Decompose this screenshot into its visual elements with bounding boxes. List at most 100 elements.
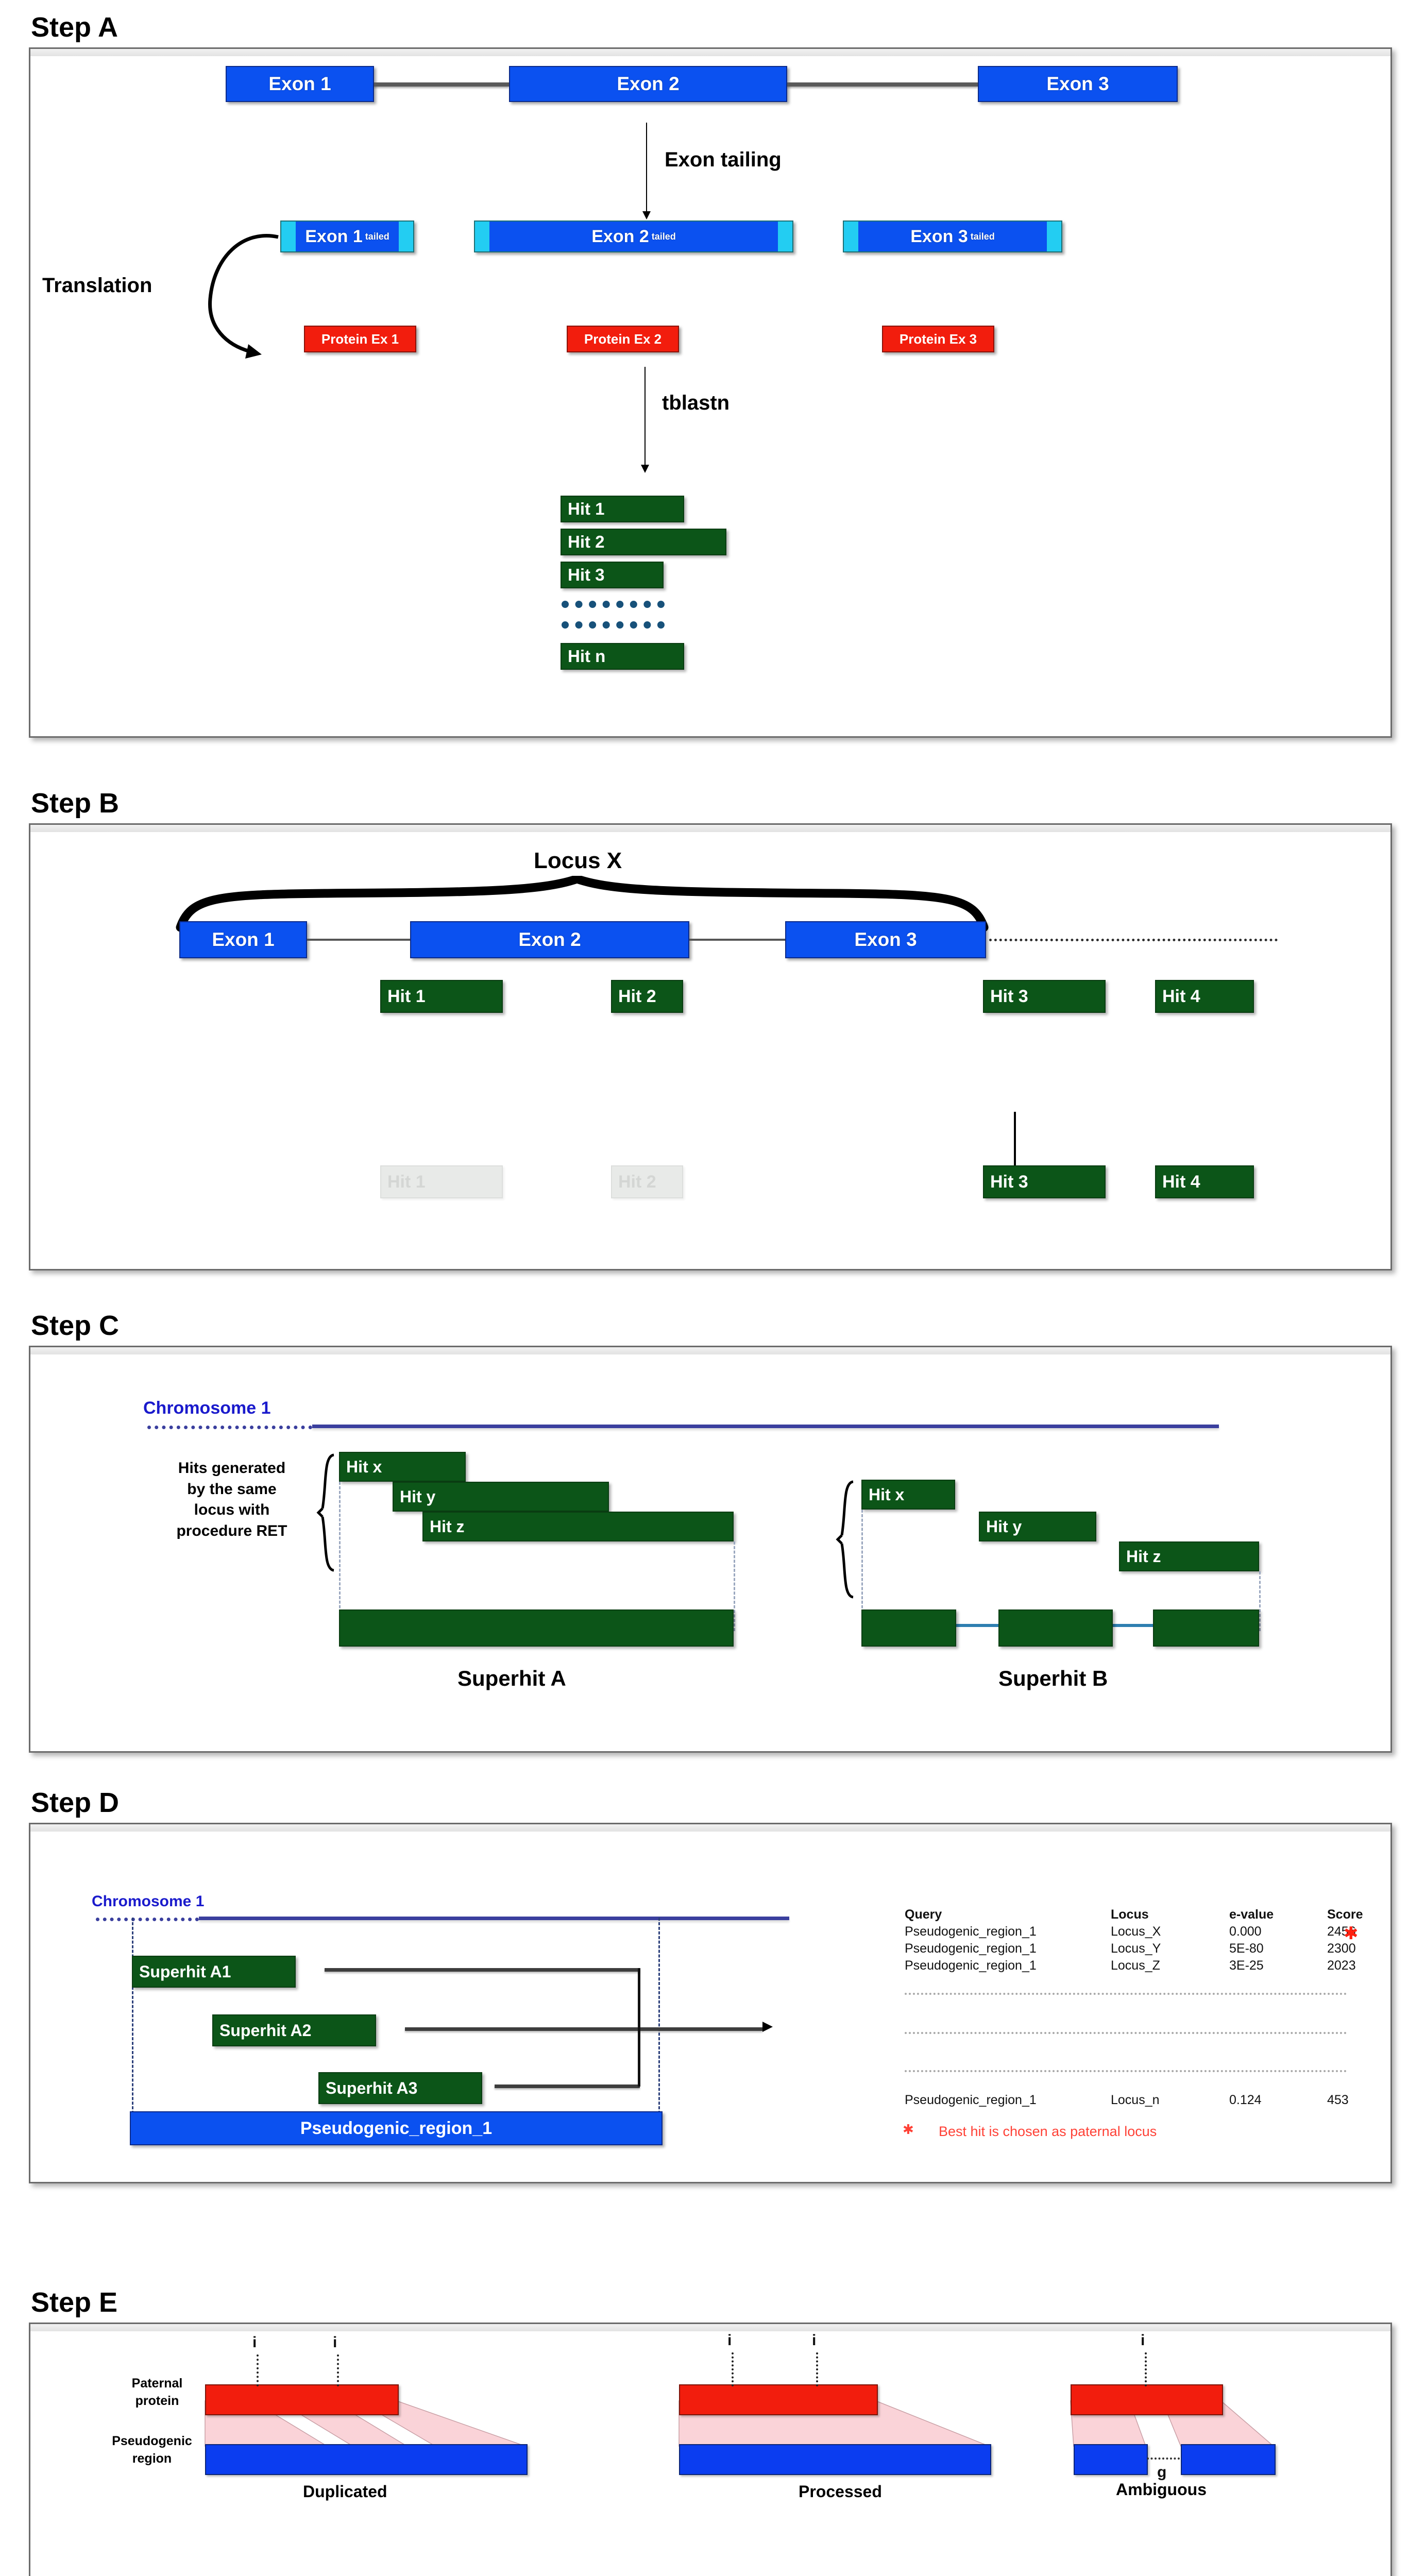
tail-cap-left-icon [475, 222, 489, 251]
table-row: Pseudogenic_region_1 Locus_n 0.124 453 [905, 2092, 1389, 2109]
step-d-hits-table: Query Locus e-value Score Pseudogenic_re… [905, 1906, 1389, 1974]
hit-label: Hit n [568, 647, 606, 666]
step-e-processed-intron-marker-1 [732, 2352, 734, 2386]
protein-box-1: Protein Ex 1 [304, 326, 416, 352]
step-e-ambiguous-paternal-protein-bar [1071, 2384, 1223, 2415]
step-c-right-brace-icon [836, 1480, 854, 1599]
step-c-right-hit-z: Hit z [1119, 1541, 1259, 1571]
exon-label: Exon 3 [1046, 73, 1109, 94]
step-e-ambiguous-pseudogenic-bar-left [1074, 2444, 1148, 2475]
step-d-pseudogenic-region-bar: Pseudogenic_region_1 [130, 2111, 663, 2145]
step-e-duplicated-intron-label-1: i [252, 2334, 257, 2351]
tailed-exon-superscript: tailed [651, 231, 676, 242]
tail-cap-right-icon [778, 222, 792, 251]
hit-label: Hit x [869, 1485, 905, 1504]
step-a-panel [29, 47, 1392, 738]
hit-label: Superhit A3 [326, 2078, 418, 2097]
step-e-processed-pseudogenic-bar [679, 2444, 991, 2475]
step-e-processed-intron-label-1: i [727, 2332, 732, 2349]
tailed-exon-superscript: tailed [365, 231, 389, 242]
exon-label: Exon 2 [518, 929, 581, 950]
step-e-duplicated-caption: Duplicated [303, 2482, 387, 2501]
exon-label: Exon 1 [268, 73, 331, 94]
step-e-ambiguous-gap-line [1147, 2458, 1180, 2460]
hit-label: Superhit A2 [219, 2021, 312, 2040]
translation-arrow-icon [208, 234, 279, 359]
step-b-exon-box-1: Exon 1 [179, 921, 307, 958]
step-b-exon-box-2: Exon 2 [410, 921, 689, 958]
step-c-left-hit-z: Hit z [422, 1512, 734, 1541]
hit-label: Hit 1 [387, 1172, 426, 1192]
table-separator-1 [905, 1993, 1347, 1995]
step-c-right-guide-end [1259, 1571, 1261, 1631]
exon-box-3: Exon 3 [978, 66, 1178, 102]
step-c-right-hit-y: Hit y [979, 1512, 1096, 1541]
step-e-ambiguous-intron-marker-1 [1145, 2352, 1147, 2386]
hit-label: Hit 1 [568, 499, 605, 518]
step-d-superhit-a3: Superhit A3 [318, 2072, 482, 2104]
hit-label: Hit 3 [568, 565, 605, 584]
step-c-superhit-b-segment-3 [1153, 1609, 1259, 1647]
exon-box-1: Exon 1 [226, 66, 374, 102]
col-score: Score [1327, 1907, 1363, 1922]
step-c-bracket-label: Hits generated by the same locus with pr… [149, 1458, 314, 1541]
hit-label: Hit z [430, 1517, 465, 1536]
step-c-left-hit-y: Hit y [393, 1482, 609, 1512]
step-d-merge-vertical [638, 1968, 640, 2087]
step-c-superhit-b-caption: Superhit B [998, 1666, 1108, 1690]
pseudogenic-label: Pseudogenic_region_1 [300, 2118, 493, 2138]
step-e-pseudogenic-region-label: Pseudogenic region [88, 2433, 216, 2468]
bracket-line-4: procedure RET [176, 1522, 287, 1539]
tailed-exon-superscript: tailed [970, 231, 995, 242]
step-b-hit-bottom-3: Hit 3 [983, 1165, 1106, 1198]
exon-label: Exon 2 [617, 73, 680, 94]
step-c-title: Step C [31, 1310, 120, 1341]
protein-label: Protein Ex 2 [584, 331, 662, 347]
hit-label: Hit y [986, 1517, 1022, 1536]
tailed-exon-label: Exon 3 [910, 226, 968, 246]
step-c-left-brace-icon [316, 1453, 334, 1572]
col-locus: Locus [1111, 1907, 1149, 1922]
step-b-exon-connector-1 [307, 939, 410, 941]
step-d-superhit-a1: Superhit A1 [132, 1956, 296, 1988]
tblastn-arrow-shaft [644, 367, 646, 470]
exon-tailing-arrow-shaft [646, 123, 647, 215]
tail-cap-left-icon [844, 222, 858, 251]
step-d-chromosome-label: Chromosome 1 [92, 1893, 205, 1910]
step-c-chromosome-line [312, 1425, 1219, 1428]
step-d-merge-arrow-head [762, 2022, 773, 2032]
table-row: Pseudogenic_region_1 Locus_X 0.000 2456 [905, 1923, 1389, 1940]
step-d-a1-connector [325, 1968, 640, 1972]
cell-score: 2456 [1327, 1924, 1356, 1939]
cell-query: Pseudogenic_region_1 [905, 1924, 1037, 1939]
tailed-exon-label: Exon 1 [305, 226, 363, 246]
tblastn-label: tblastn [662, 392, 730, 414]
step-c-superhit-a-bar [339, 1609, 734, 1647]
step-d-a3-connector [495, 2084, 640, 2088]
exon-label: Exon 1 [212, 929, 275, 950]
hit-box-2: Hit 2 [561, 529, 726, 555]
cell-query: Pseudogenic_region_1 [905, 2093, 1037, 2107]
step-b-downstream-dotted-line [989, 939, 1278, 941]
step-b-title: Step B [31, 788, 120, 819]
hit-box-3: Hit 3 [561, 562, 664, 588]
exon-box-2: Exon 2 [509, 66, 787, 102]
hit-label: Hit 3 [990, 986, 1028, 1006]
hit-label: Hit x [346, 1457, 382, 1476]
step-b-hit-top-3: Hit 3 [983, 980, 1106, 1013]
step-d-chromosome-dotted-start [96, 1918, 199, 1921]
cell-locus: Locus_n [1111, 2093, 1160, 2107]
step-e-ambiguous-caption: Ambiguous [1116, 2480, 1207, 2499]
best-hit-footnote: Best hit is chosen as paternal locus [939, 2124, 1157, 2139]
cell-locus: Locus_X [1111, 1924, 1161, 1939]
step-d-region-end-guide [658, 1918, 660, 2119]
exon-tailing-arrow-head [642, 211, 651, 219]
cell-score: 2023 [1327, 1958, 1356, 1973]
step-a-title: Step A [31, 12, 118, 43]
step-c-superhit-b-segment-2 [998, 1609, 1113, 1647]
step-e-processed-caption: Processed [799, 2482, 882, 2501]
cell-query: Pseudogenic_region_1 [905, 1941, 1037, 1956]
